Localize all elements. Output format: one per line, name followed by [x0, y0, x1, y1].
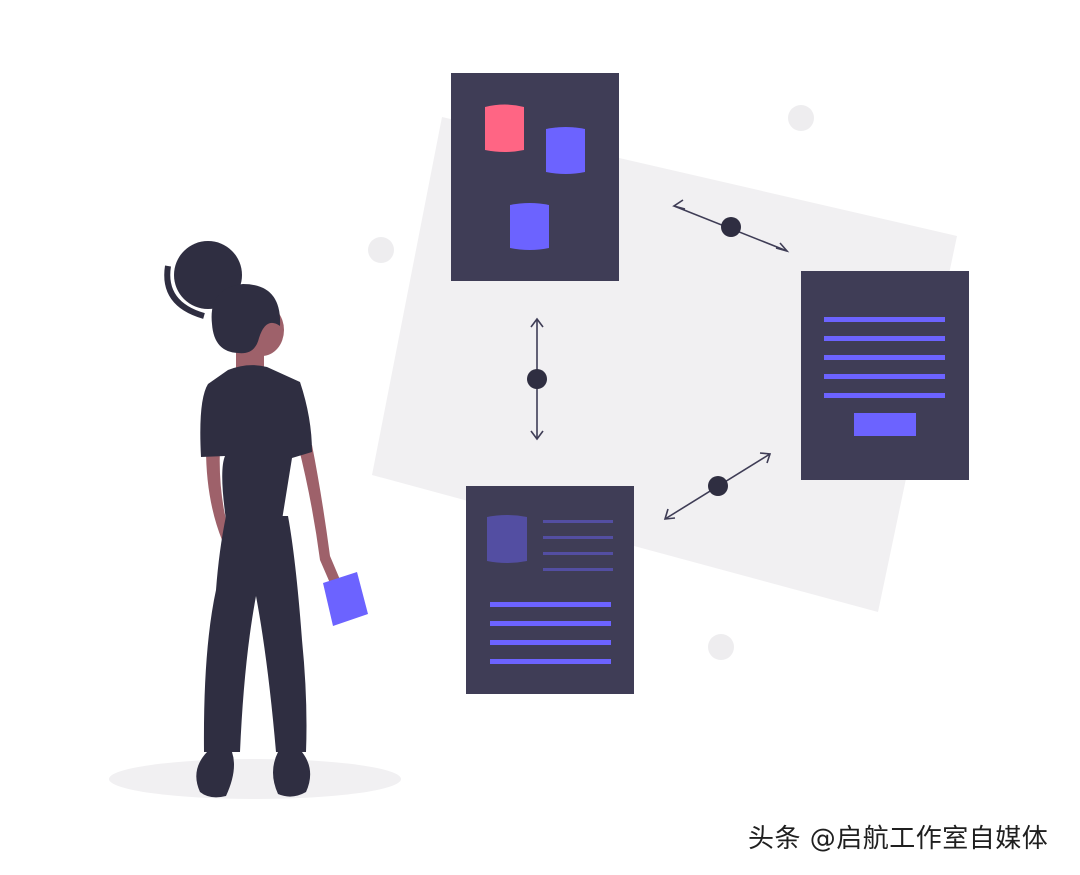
arrow-node-top-right	[721, 217, 741, 237]
text-document-icon	[801, 271, 969, 480]
person-right-shoe	[273, 752, 311, 797]
profile-card-meta-1	[543, 520, 613, 523]
document-button	[854, 413, 916, 436]
profile-card-meta-3	[543, 552, 613, 555]
profile-card-meta-2	[543, 536, 613, 539]
profile-card-line-2	[490, 621, 611, 626]
document-line-3	[824, 355, 945, 360]
profile-card-icon	[466, 486, 634, 694]
arrow-node-bottom-right	[708, 476, 728, 496]
ground-shadow	[109, 759, 401, 799]
person-right-arm	[298, 445, 341, 590]
document-line-2	[824, 336, 945, 341]
arrow-node-vertical	[527, 369, 547, 389]
person-shirt	[200, 365, 312, 520]
document-line-1	[824, 317, 945, 322]
person-figure-icon	[164, 241, 368, 798]
profile-card-line-3	[490, 640, 611, 645]
profile-card-image	[487, 515, 527, 563]
person-left-shoe	[196, 752, 234, 798]
decor-dot-left	[368, 237, 394, 263]
decor-dot-bottom	[708, 634, 734, 660]
sticky-note-purple-right	[546, 127, 585, 174]
document-line-5	[824, 393, 945, 398]
decor-dot-top-right	[788, 105, 814, 131]
person-pants	[203, 516, 307, 752]
profile-card-line-1	[490, 602, 611, 607]
profile-card-meta-4	[543, 568, 613, 571]
document-line-4	[824, 374, 945, 379]
person-handheld-card	[323, 572, 368, 626]
person-hair-curl	[164, 265, 205, 319]
profile-card-line-4	[490, 659, 611, 664]
person-left-arm	[206, 448, 230, 540]
sticky-note-purple-bottom	[510, 203, 549, 250]
sticky-notes-board-icon	[451, 73, 619, 281]
watermark-text: 头条 @启航工作室自媒体	[748, 824, 1049, 854]
person-hair	[211, 284, 281, 354]
sticky-note-pink	[485, 104, 524, 152]
